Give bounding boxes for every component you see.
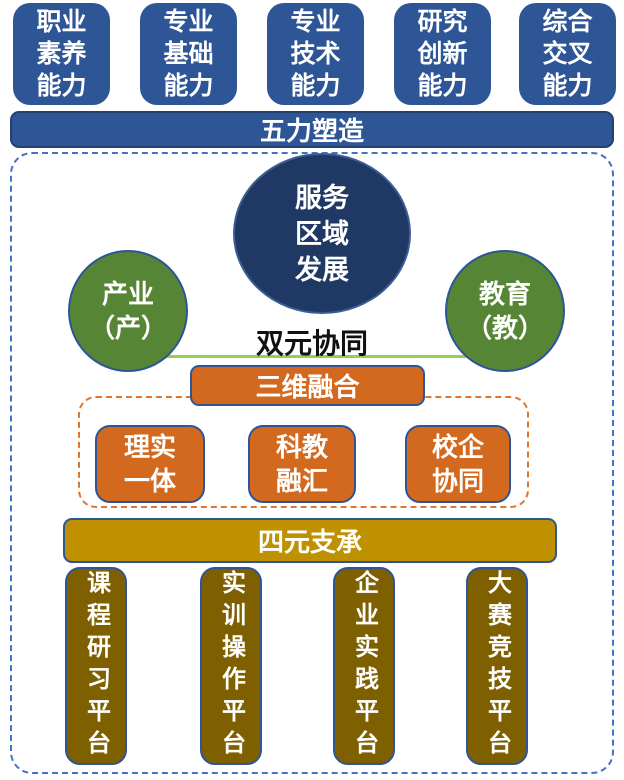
fusion-box-science-education: 科教 融汇 [248,425,356,503]
banner-five-forces: 五力塑造 [10,111,614,148]
circle-serve-regional-development: 服务 区域 发展 [233,153,411,314]
ability-box-professional-foundation: 专业 基础 能力 [140,3,237,105]
banner-four-support: 四元支承 [63,518,557,563]
fusion-box-school-enterprise: 校企 协同 [405,425,511,503]
dual-connector-line [150,355,480,358]
circle-industry: 产业 （产） [68,250,188,372]
fusion-box-theory-practice: 理实 一体 [95,425,205,503]
banner-three-fusion: 三维融合 [190,365,425,406]
pillar-enterprise-practice-platform: 企业实践平台 [333,567,395,765]
ability-box-comprehensive-cross: 综合 交叉 能力 [519,3,616,105]
pillar-training-operation-platform: 实训操作平台 [200,567,262,765]
dual-collaboration-label: 双元协同 [255,328,368,359]
circle-education: 教育 （教） [445,250,565,372]
ability-box-professional-quality: 职业 素养 能力 [13,3,110,105]
ability-box-research-innovation: 研究 创新 能力 [394,3,491,105]
ability-box-professional-technical: 专业 技术 能力 [267,3,364,105]
pillar-competition-platform: 大赛竞技平台 [466,567,528,765]
pillar-course-study-platform: 课程研习平台 [65,567,127,765]
